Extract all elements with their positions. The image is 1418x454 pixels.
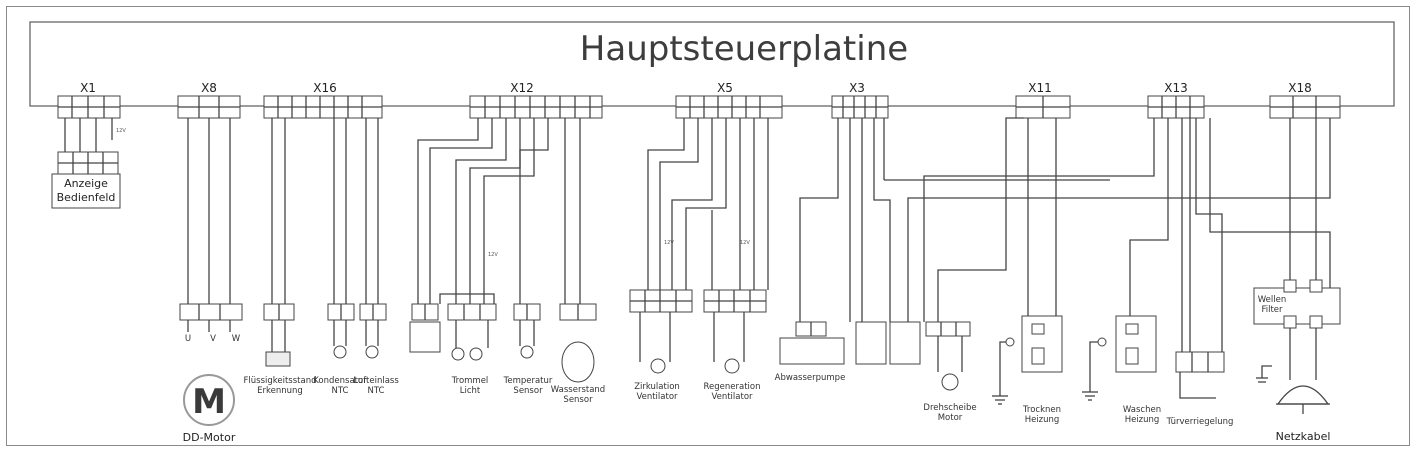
connector-x12 (469, 95, 603, 119)
connector-label-x16: X16 (313, 81, 337, 95)
connector-label-x1: X1 (80, 81, 96, 95)
temperatur-sensor (513, 303, 541, 359)
trocknen-heizung (1021, 315, 1063, 373)
fluessigkeit-label-1: Flüssigkeitsstand (244, 376, 317, 386)
fluessigkeit-label-2: Erkennung (257, 386, 303, 396)
connector-x1 (57, 95, 121, 119)
zirkulation-label-2: Ventilator (636, 392, 678, 402)
kondensator-label-1: Kondensator (313, 376, 367, 386)
abwasserpumpe-label: Abwasserpumpe (775, 373, 846, 383)
anzeige-label-1: Anzeige (64, 177, 108, 190)
anzeige-label-2: Bedienfeld (57, 191, 116, 204)
wires-x5 (647, 118, 769, 290)
plug-icon (1256, 365, 1330, 414)
ground-icon (1082, 391, 1098, 401)
phase-u: U (185, 334, 191, 344)
lufteinlass-label-1: Lufteinlass (353, 376, 399, 386)
ventil-block (855, 321, 921, 365)
note-12v-x5-b: 12V (740, 240, 750, 246)
connector-x11 (1015, 95, 1071, 119)
wires-x11 (999, 118, 1057, 396)
waschen-label-1: Waschen (1123, 405, 1161, 415)
regeneration-ventilator (703, 289, 767, 374)
motor-icon (183, 374, 235, 426)
connector-x13 (1147, 95, 1205, 119)
waschen-label-2: Heizung (1125, 415, 1160, 425)
trommel-label-1: Trommel (451, 376, 489, 386)
motor-name: DD-Motor (183, 431, 236, 444)
regeneration-label-1: Regeneration (704, 382, 761, 392)
trocknen-label-2: Heizung (1025, 415, 1060, 425)
wires-x8 (187, 118, 231, 304)
connector-x5 (675, 95, 783, 119)
kondensator-label-2: NTC (332, 386, 349, 396)
drehscheibe-label-1: Drehscheibe (923, 403, 976, 413)
tuerverriegelung-label: Türverriegelung (1166, 417, 1234, 427)
phase-v: V (210, 334, 216, 344)
wires-x13 (923, 118, 1331, 392)
drum-light-block (409, 303, 497, 361)
wires-x1 (64, 118, 113, 152)
waschen-heizung (1115, 315, 1157, 373)
note-12v-x12: 12V (488, 252, 498, 258)
motor-terminal (179, 303, 243, 332)
wellen-label-2: Filter (1261, 305, 1283, 315)
wellen-filter (1253, 279, 1341, 380)
kondensator-ntc (327, 303, 355, 359)
connector-label-x5: X5 (717, 81, 733, 95)
wasserstand-label-2: Sensor (563, 395, 593, 405)
temperatur-label-1: Temperatur (503, 376, 553, 386)
zirkulation-ventilator (629, 289, 693, 374)
netzkabel-label: Netzkabel (1276, 430, 1331, 443)
drehscheibe-label-2: Motor (938, 413, 963, 423)
wires-x3 (799, 117, 1331, 322)
note-12v-x5-a: 12V (664, 240, 674, 246)
wasserstand-sensor (559, 303, 597, 383)
connector-x18 (1269, 95, 1341, 119)
wasserstand-label-1: Wasserstand (551, 385, 605, 395)
connector-label-x8: X8 (201, 81, 217, 95)
lufteinlass-ntc (359, 303, 387, 359)
tuerverriegelung (1175, 351, 1225, 399)
connector-label-x11: X11 (1028, 81, 1052, 95)
connector-x8 (177, 95, 241, 119)
wellen-label-1: Wellen (1258, 295, 1286, 305)
phase-w: W (232, 334, 241, 344)
zirkulation-label-1: Zirkulation (634, 382, 680, 392)
anzeige-box (51, 173, 121, 209)
connector-x16 (263, 95, 383, 119)
connector-label-x13: X13 (1164, 81, 1188, 95)
trommel-label-2: Licht (460, 386, 481, 396)
abwasserpumpe (779, 321, 845, 365)
drehscheibe-motor (925, 321, 971, 391)
fluessigkeit-sensor (263, 303, 295, 367)
wires-x12 (417, 118, 581, 304)
trocknen-label-1: Trocknen (1022, 405, 1061, 415)
connector-label-x18: X18 (1288, 81, 1312, 95)
note-12v-x1: 12V (116, 128, 126, 134)
connector-anzeige (57, 151, 119, 175)
wires-x16 (271, 118, 379, 304)
connector-label-x12: X12 (510, 81, 534, 95)
connector-label-x3: X3 (849, 81, 865, 95)
diagram-frame (6, 6, 1410, 446)
connector-x3 (831, 95, 889, 119)
lufteinlass-label-2: NTC (368, 386, 385, 396)
ground-icon (992, 395, 1008, 405)
board-title: Hauptsteuerplatine (580, 29, 908, 69)
temperatur-label-2: Sensor (513, 386, 543, 396)
motor-letter: M (192, 382, 226, 422)
regeneration-label-2: Ventilator (711, 392, 753, 402)
main-board (29, 21, 1395, 107)
wires-x18 (1289, 118, 1317, 280)
